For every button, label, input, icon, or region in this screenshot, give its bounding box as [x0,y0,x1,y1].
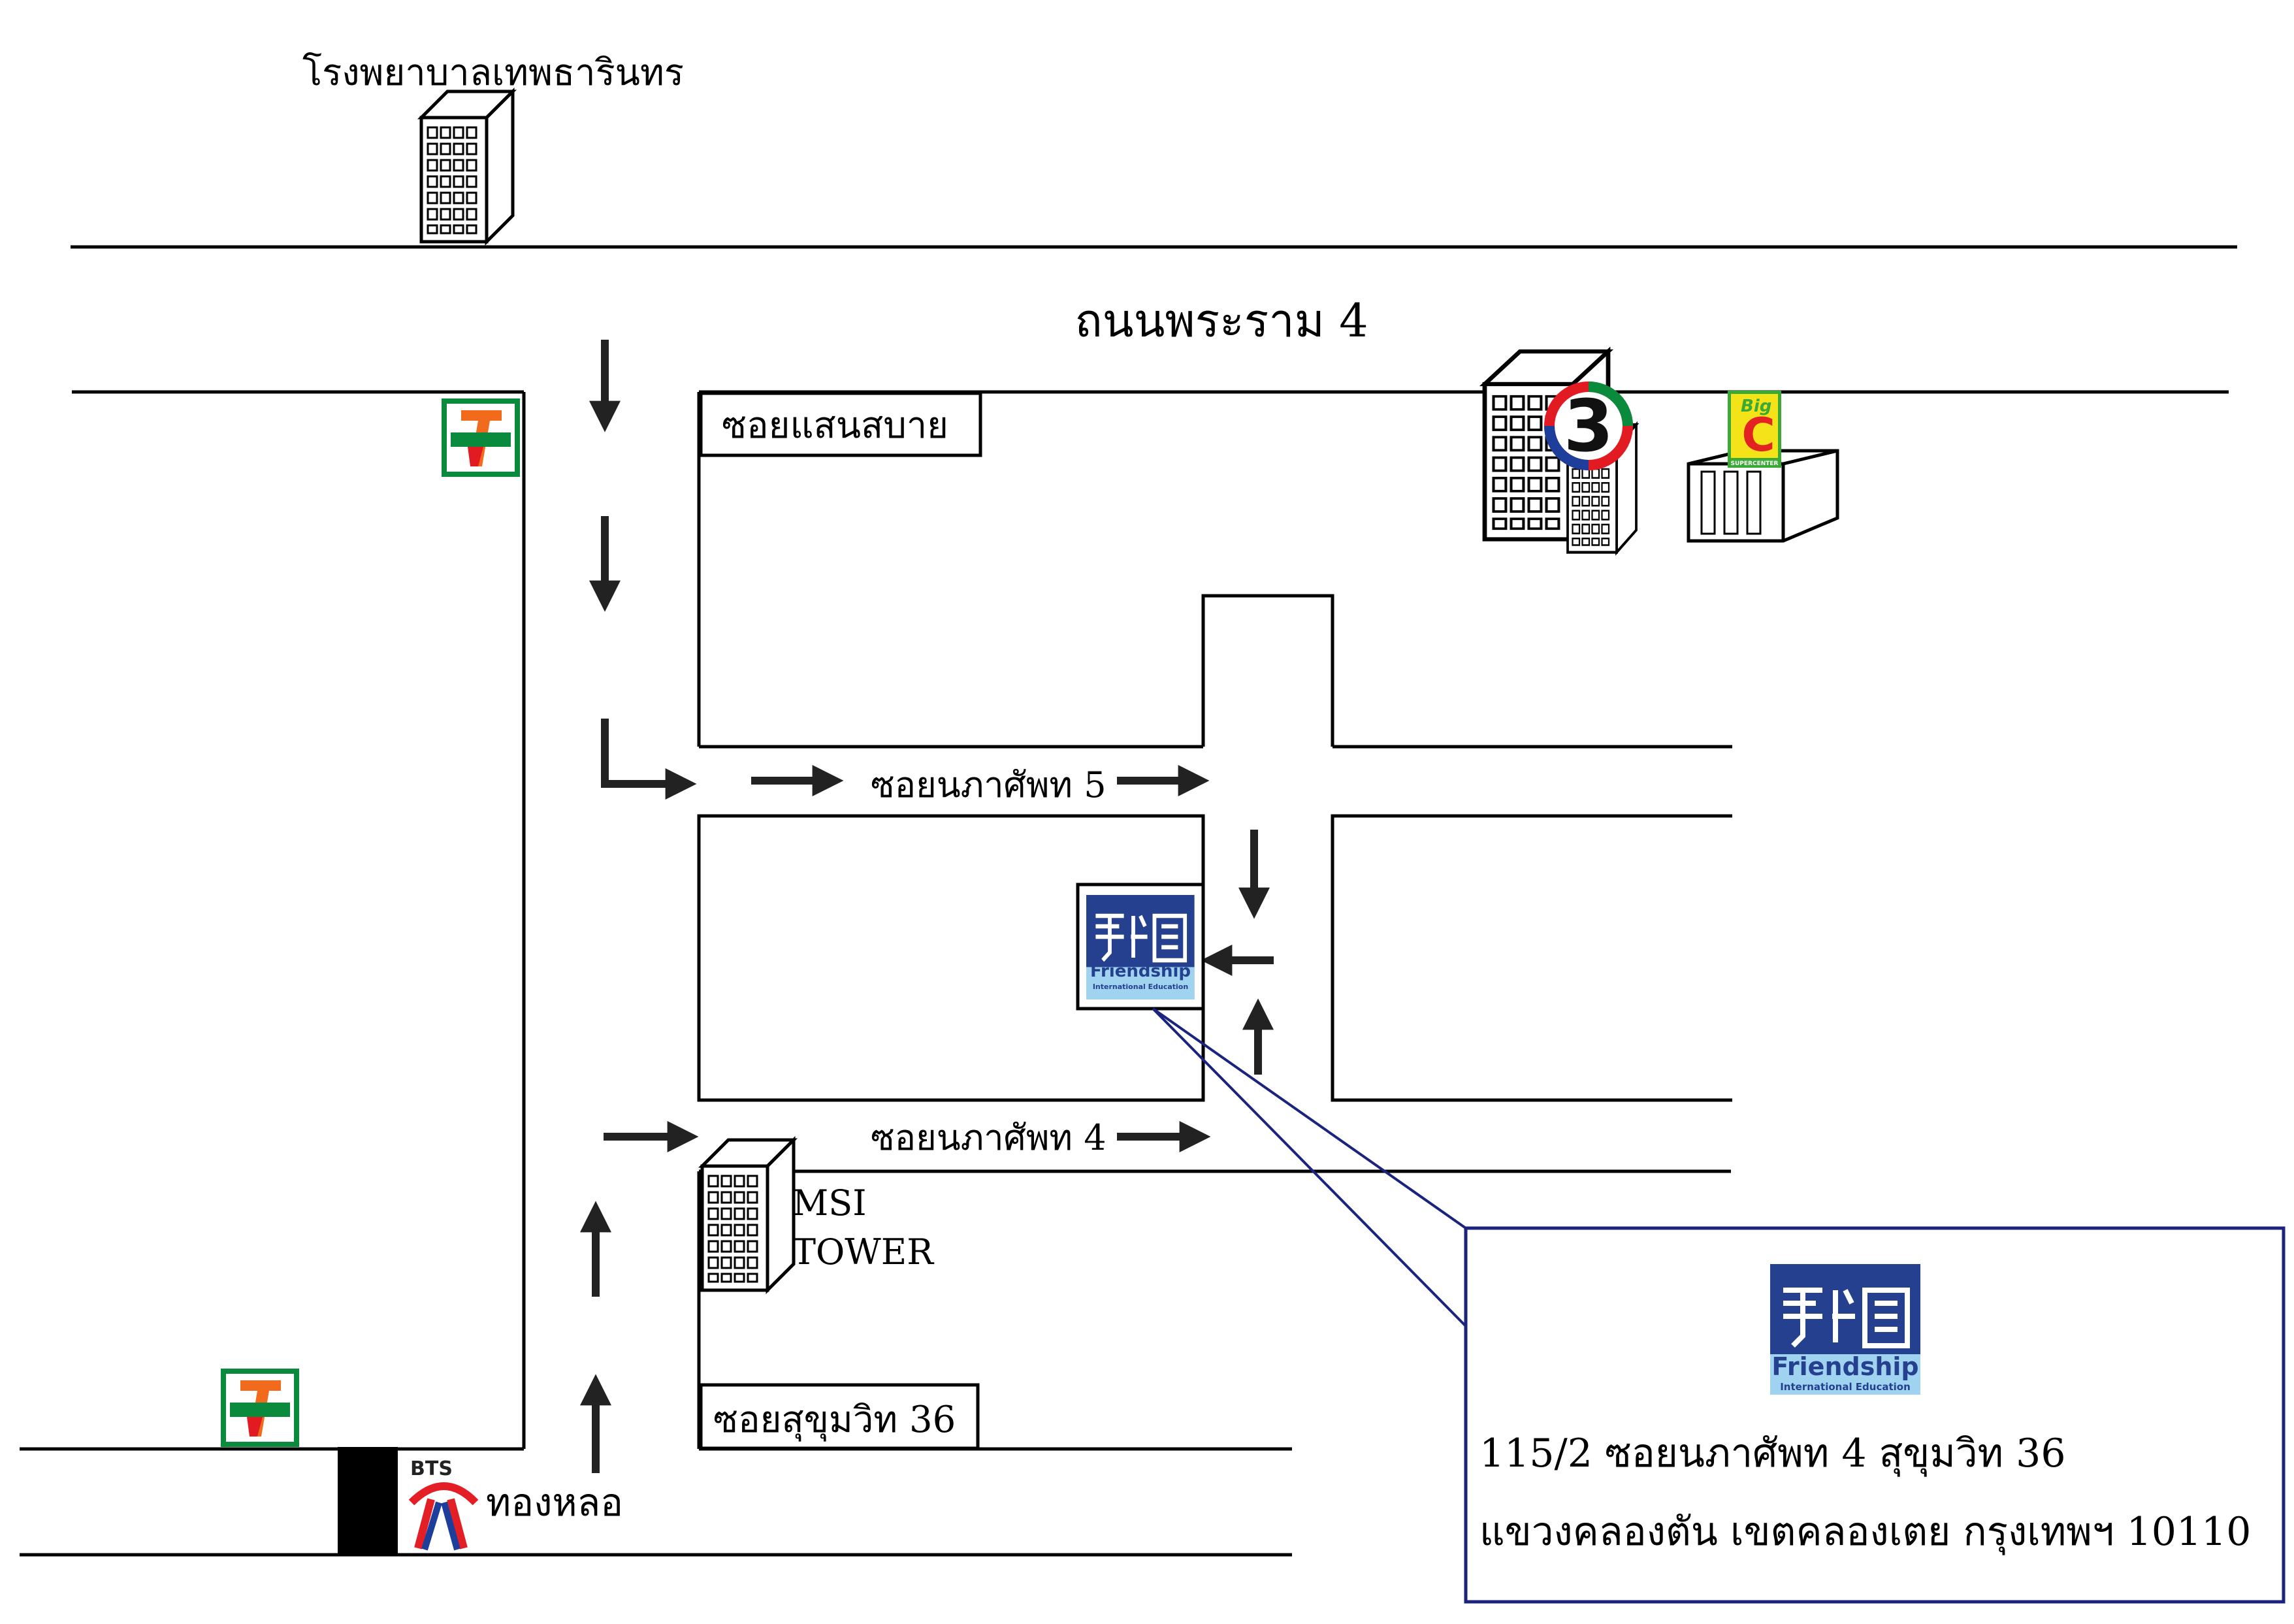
friendship-large-name: Friendship [1771,1352,1918,1381]
thonglor-label: ทองหลอ [486,1480,623,1525]
rama4-road-label: ถนนพระราม 4 [1074,294,1368,348]
friendship-small-sub: International Education [1093,983,1188,991]
arrow-turn-right [601,719,697,800]
channel-3-building: 3 [1485,351,1636,553]
bigc-store: Big C SUPERCENTER [1687,391,1839,543]
hospital-label: โรงพยาบาลเทพธารินทร [302,52,684,94]
bts-text: BTS [410,1457,453,1480]
address-line-2: แขวงคลองตัน เขตคลองเตย กรุงเทพฯ 10110 [1479,1509,2251,1555]
bigc-supercenter-text: SUPERCENTER [1731,461,1779,467]
friendship-large-sub: International Education [1780,1381,1911,1393]
address-callout-box [1464,1226,2286,1604]
soi-napasap4-label: ซอยนภาศัพท 4 [871,1117,1107,1158]
direction-arrows [580,340,1274,1473]
friendship-small-name: Friendship [1090,962,1191,981]
bts-station-pillar [338,1447,398,1555]
east-block [1331,814,1732,1102]
soi-saensabai-label: ซอยแสนสบาย [722,404,948,447]
soi-saensabai-box [699,391,982,457]
bigc-c-text: C [1741,408,1775,462]
bigc-big-text: Big [1741,397,1771,416]
soi-napasap5-label: ซอยนภาศัพท 5 [871,764,1107,805]
callout-pointer [1152,1007,1467,1327]
hospital-building-icon [421,91,513,242]
msi-tower-label-line2: TOWER [792,1231,934,1273]
soi-sukhumvit36-box [699,1383,980,1450]
bts-logo-icon: BTS [408,1457,479,1551]
seven-eleven-bottom-icon [221,1369,299,1447]
msi-tower-building-icon [702,1140,794,1290]
channel-3-numeral: 3 [1564,384,1614,468]
address-line-1: 115/2 ซอยนภาศัพท 4 สุขุมวิท 36 [1479,1431,2066,1477]
soi-sukhumvit36-label: ซอยสุขุมวิท 36 [713,1399,956,1442]
block-bump [1201,594,1334,747]
seven-eleven-top-icon [442,398,520,477]
msi-tower-label-line1: MSI [792,1182,867,1224]
